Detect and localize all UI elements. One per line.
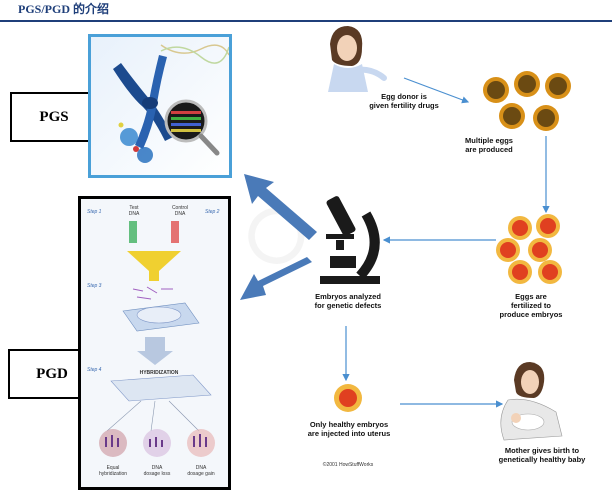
egg-donor-figure [328, 26, 384, 92]
page-title: PGS/PGD 的介绍 [18, 0, 109, 17]
pgd-illustration: Step 1 Step 2 Test DNA Control DNA Step … [78, 196, 231, 490]
embryos-cluster [496, 214, 562, 284]
microscope-icon [320, 195, 380, 284]
caption-egg-donor: Egg donor is given fertility drugs [356, 92, 452, 110]
caption-multiple-eggs: Multiple eggs are produced [444, 136, 534, 154]
arrow-to-pgs [244, 174, 317, 240]
healthy-embryo [334, 384, 362, 412]
eggs-cluster [483, 71, 571, 131]
caption-mother: Mother gives birth to genetically health… [482, 446, 602, 464]
copyright-note: ©2001 HowStuffWorks [298, 462, 398, 468]
header-divider [0, 20, 612, 22]
chromosome-illustration [91, 37, 229, 175]
caption-fertilized: Eggs are fertilized to produce embryos [486, 292, 576, 319]
caption-healthy: Only healthy embryos are injected into u… [294, 420, 404, 438]
pgs-illustration [88, 34, 232, 178]
caption-analyzed: Embryos analyzed for genetic defects [298, 292, 398, 310]
label-pgs: PGS [10, 92, 98, 142]
mother-baby-figure [501, 362, 562, 440]
pgd-schematic [81, 199, 228, 487]
watermark: 〇 [227, 181, 322, 286]
